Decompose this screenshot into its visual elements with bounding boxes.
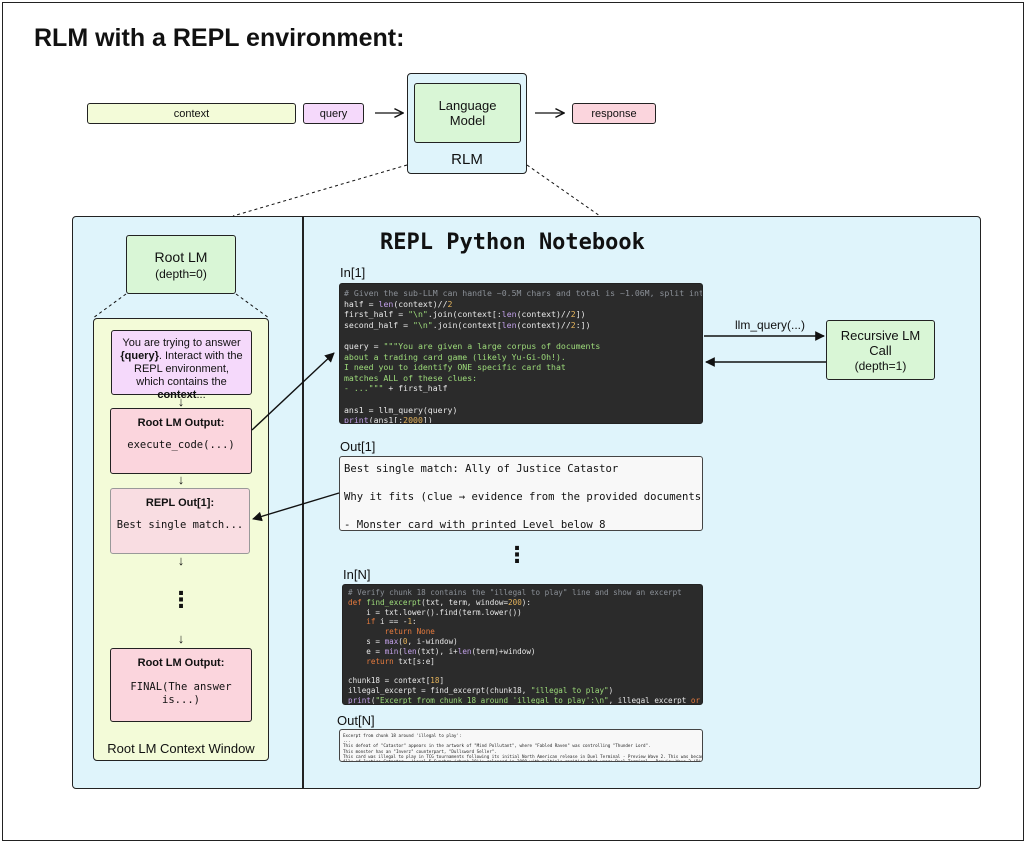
query-pill: query <box>303 103 364 124</box>
root-lm-output-title-1: Root LM Output: <box>137 417 225 429</box>
inN-code-cell: # Verify chunk 18 contains the "illegal … <box>342 584 703 705</box>
root-lm-output-title-2: Root LM Output: <box>137 657 225 669</box>
root-lm-box: Root LM (depth=0) <box>126 235 236 294</box>
system-prompt-text: You are trying to answer {query}. Intera… <box>120 337 243 401</box>
out1-label: Out[1] <box>340 439 376 454</box>
outN-output-cell: Excerpt from chunk 18 around 'illegal to… <box>339 729 703 762</box>
rlm-label: RLM <box>451 151 483 168</box>
recursive-lm-title: Recursive LM Call <box>840 327 921 358</box>
rootlm-zoom-left <box>92 293 127 319</box>
root-lm-depth: (depth=0) <box>155 266 207 281</box>
root-lm-output-box-1: Root LM Output: execute_code(...) <box>110 408 252 474</box>
system-prompt-box: You are trying to answer {query}. Intera… <box>111 330 252 401</box>
recursive-lm-box: Recursive LM Call (depth=1) <box>826 320 935 380</box>
out1-to-replout-arrow <box>252 492 340 522</box>
language-model-label: Language Model <box>438 98 497 128</box>
outN-label: Out[N] <box>337 713 375 728</box>
in1-code-cell: # Given the sub-LLM can handle ~0.5M cha… <box>339 283 703 424</box>
root-lm-output-code-1: execute_code(...) <box>127 439 235 451</box>
root-lm-output-box-2: Root LM Output: FINAL(The answer is...) <box>110 648 252 722</box>
diagram-title: RLM with a REPL environment: <box>34 24 405 52</box>
llm-query-label: llm_query(...) <box>735 318 806 332</box>
rootlm-zoom-right <box>235 293 270 319</box>
repl-out-title: REPL Out[1]: <box>145 497 215 509</box>
language-model-box: Language Model <box>414 83 521 143</box>
inN-label: In[N] <box>343 567 371 582</box>
output-to-in1-arrow <box>251 352 335 431</box>
context-window-label: Root LM Context Window <box>107 741 255 756</box>
down-arrow-2: ↓ <box>177 472 185 487</box>
in1-label: In[1] <box>340 265 366 280</box>
context-pill: context <box>87 103 296 124</box>
down-arrow-1: ↓ <box>177 394 185 409</box>
down-arrow-3: ↓ <box>177 553 185 568</box>
recursive-lm-depth: (depth=1) <box>854 358 907 373</box>
zoom-line-left <box>232 164 408 217</box>
notebook-title: REPL Python Notebook <box>380 230 645 255</box>
repl-out-box: REPL Out[1]: Best single match... <box>110 488 250 554</box>
panel-divider <box>302 216 304 789</box>
down-arrow-4: ↓ <box>177 631 185 646</box>
out1-output-cell: Best single match: Ally of Justice Catas… <box>339 456 703 531</box>
repl-out-code: Best single match... <box>116 519 244 531</box>
response-pill: response <box>572 103 656 124</box>
root-lm-output-code-2: FINAL(The answer is...) <box>130 681 232 706</box>
zoom-line-right <box>526 164 601 217</box>
root-lm-title: Root LM <box>154 248 208 265</box>
